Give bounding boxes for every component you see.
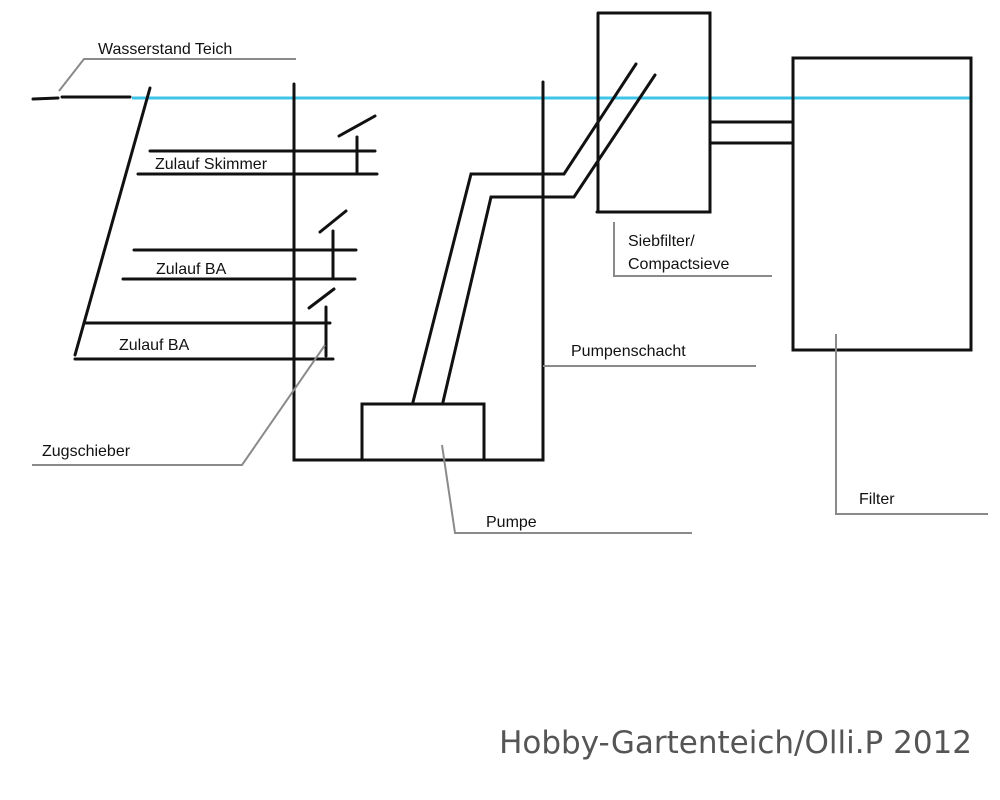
label-sieve-filter-line1: Siebfilter/: [628, 233, 695, 250]
label-pump-shaft: Pumpenschacht: [571, 343, 686, 360]
label-skimmer-inlet: Zulauf Skimmer: [155, 156, 268, 173]
label-water-level: Wasserstand Teich: [98, 41, 232, 58]
leader-water-level: [58, 58, 296, 92]
label-slide-valve: Zugschieber: [42, 443, 131, 460]
slide-valve-1: [337, 114, 377, 174]
riser-pipe-inner: [441, 73, 657, 404]
filter-box: [791, 56, 973, 352]
sieve-filter-box: [595, 11, 712, 214]
water-level-dash: [31, 95, 132, 101]
riser-pipe-outer: [411, 62, 638, 404]
leader-slide-valve: [32, 344, 326, 466]
label-filter: Filter: [859, 491, 895, 508]
slide-valve-3: [307, 287, 336, 358]
label-bottom-drain-2: Zulauf BA: [119, 337, 190, 354]
leader-filter: [835, 334, 988, 515]
leader-pump: [441, 444, 692, 534]
pond-wall: [73, 86, 152, 357]
pump-box: [360, 402, 486, 462]
credit-text: Hobby-Gartenteich/Olli.P 2012: [499, 725, 972, 761]
label-bottom-drain-1: Zulauf BA: [156, 261, 227, 278]
label-pump: Pumpe: [486, 514, 537, 531]
slide-valve-2: [318, 209, 348, 280]
label-sieve-filter-line2: Compactsieve: [628, 256, 729, 273]
leader-sieve-filter: [613, 222, 772, 277]
